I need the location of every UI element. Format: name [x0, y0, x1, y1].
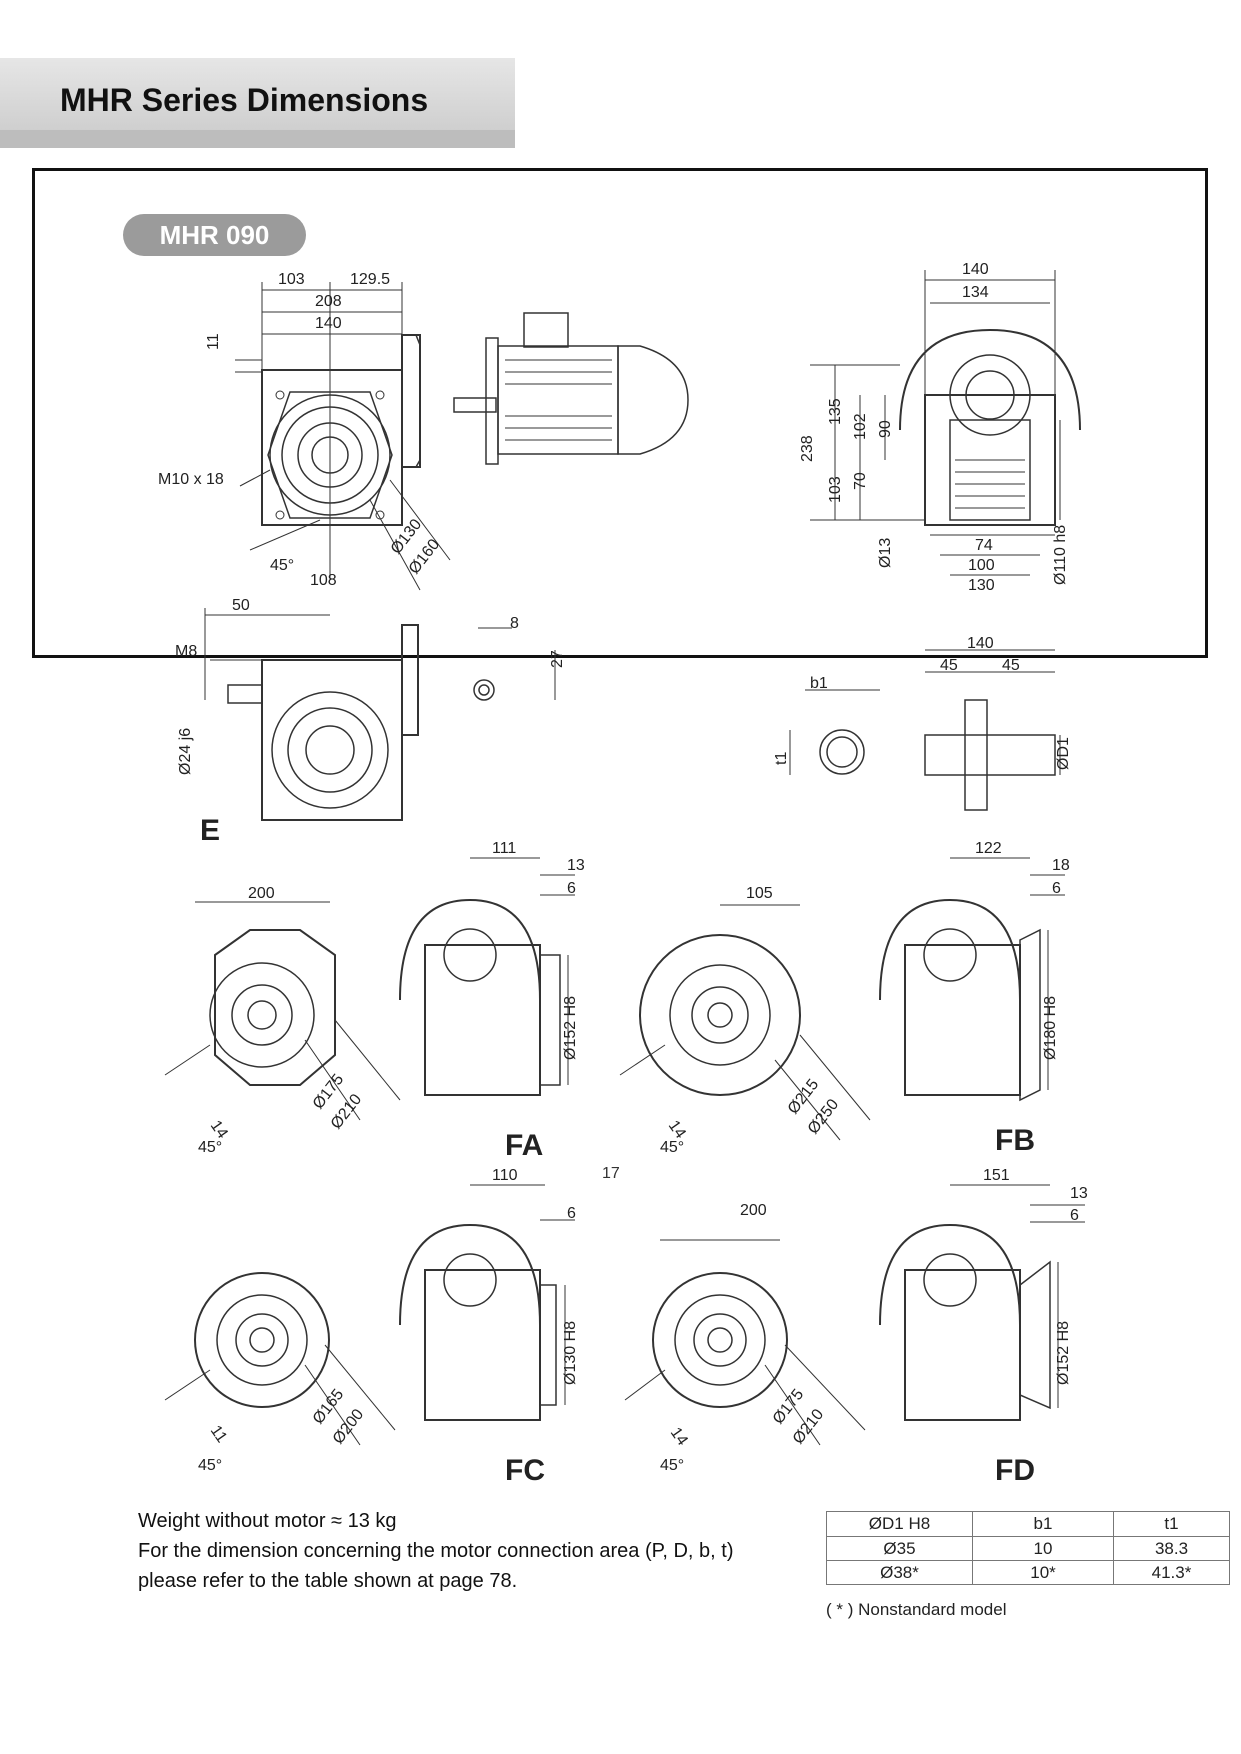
- table-header-b1: b1: [972, 1511, 1114, 1537]
- side-view-drawing: [235, 282, 689, 591]
- table-row: Ø38* 10* 41.3*: [826, 1560, 1230, 1585]
- dim-side-45deg: 45°: [270, 557, 294, 574]
- dim-hs-45-right: 45: [1002, 657, 1020, 674]
- table-cell: Ø38*: [826, 1560, 973, 1585]
- model-badge: MHR 090: [123, 214, 306, 256]
- dim-fd-45deg: 45°: [660, 1457, 684, 1474]
- dim-front-d13: Ø13: [877, 538, 894, 568]
- notes: Weight without motor ≈ 13 kg For the dim…: [138, 1506, 734, 1596]
- dim-fc-45deg: 45°: [198, 1457, 222, 1474]
- dim-e-27: 27: [549, 650, 566, 668]
- variant-e-drawing: [204, 608, 556, 821]
- dim-fb-d180h8: Ø180 H8: [1042, 996, 1059, 1060]
- dim-fb-45deg: 45°: [660, 1139, 684, 1156]
- dim-fc-110: 110: [492, 1167, 518, 1184]
- header-bar: [0, 58, 515, 130]
- dim-hs-140: 140: [967, 635, 994, 652]
- note-line-3: please refer to the table shown at page …: [138, 1570, 518, 1592]
- table-cell: Ø35: [826, 1536, 973, 1561]
- dim-e-m8: M8: [175, 643, 197, 660]
- dim-fa-d152h8: Ø152 H8: [562, 996, 579, 1060]
- dim-front-130: 130: [968, 577, 995, 594]
- dim-front-135: 135: [827, 398, 844, 425]
- dim-front-134: 134: [962, 284, 989, 301]
- dim-front-74: 74: [975, 537, 993, 554]
- dim-front-70: 70: [852, 472, 869, 490]
- label-fb: FB: [995, 1124, 1035, 1157]
- mhr090-frame: [32, 168, 1208, 658]
- dim-fb-18: 18: [1052, 857, 1070, 874]
- dim-hs-b1: b1: [810, 675, 828, 692]
- dim-fb-122: 122: [975, 840, 1002, 857]
- dim-side-129-5: 129.5: [350, 271, 390, 288]
- label-e: E: [200, 814, 220, 847]
- dim-fd-d210: Ø210: [790, 1406, 828, 1447]
- weight-note: Weight without motor ≈ 13 kg: [138, 1510, 397, 1532]
- fb-drawing: [619, 857, 1065, 1141]
- dim-fa-6: 6: [567, 880, 576, 897]
- dim-hs-d1: ØD1: [1055, 737, 1072, 770]
- table-header-d1: ØD1 H8: [826, 1511, 973, 1537]
- dim-fb-105: 105: [746, 885, 773, 902]
- front-view-drawing: [810, 270, 1081, 576]
- dim-front-d110h8: Ø110 h8: [1052, 525, 1069, 585]
- dim-hs-t1: t1: [773, 752, 790, 765]
- dim-fb-6: 6: [1052, 880, 1061, 897]
- table-cell: 38.3: [1113, 1536, 1230, 1561]
- dim-front-100: 100: [968, 557, 995, 574]
- table-row: Ø35 10 38.3: [826, 1536, 1230, 1561]
- table-cell: 41.3*: [1113, 1560, 1230, 1585]
- table-cell: 10*: [972, 1560, 1114, 1585]
- shaft-table: ØD1 H8 b1 t1 Ø35 10 38.3 Ø38* 10* 41.3*: [826, 1511, 1230, 1585]
- dim-side-m10x18: M10 x 18: [158, 471, 224, 488]
- dim-fb-d250: Ø250: [805, 1096, 843, 1137]
- dim-side-208: 208: [315, 293, 342, 310]
- page-number: 17: [602, 1165, 620, 1182]
- note-line-2: For the dimension concerning the motor c…: [138, 1540, 734, 1562]
- table-cell: 10: [972, 1536, 1114, 1561]
- dim-fc-d130h8: Ø130 H8: [562, 1321, 579, 1385]
- label-fc: FC: [505, 1454, 545, 1487]
- dim-fa-200: 200: [248, 885, 275, 902]
- hollow-shaft-drawing: [789, 649, 1061, 811]
- dim-fa-13: 13: [567, 857, 585, 874]
- dim-fc-6: 6: [567, 1205, 576, 1222]
- dim-front-103: 103: [827, 476, 844, 503]
- dim-front-140: 140: [962, 261, 989, 278]
- dim-fd-200: 200: [740, 1202, 767, 1219]
- dim-fc-d200: Ø200: [330, 1406, 368, 1447]
- table-header-row: ØD1 H8 b1 t1: [826, 1511, 1230, 1537]
- label-fa: FA: [505, 1129, 543, 1162]
- header-underline: [0, 130, 515, 148]
- dim-side-140: 140: [315, 315, 342, 332]
- dim-e-50: 50: [232, 597, 250, 614]
- dim-fd-14: 14: [667, 1425, 691, 1449]
- dim-fd-151: 151: [983, 1167, 1010, 1184]
- dim-side-11: 11: [205, 333, 222, 350]
- dim-fd-d152h8: Ø152 H8: [1055, 1321, 1072, 1385]
- dim-fa-45deg: 45°: [198, 1139, 222, 1156]
- fd-drawing: [624, 1184, 1085, 1446]
- page-title: MHR Series Dimensions: [60, 82, 429, 118]
- dim-front-102: 102: [852, 413, 869, 440]
- dim-e-8: 8: [510, 615, 519, 632]
- dim-fc-11: 11: [207, 1423, 231, 1446]
- dim-front-90: 90: [877, 420, 894, 438]
- fc-drawing: [164, 1184, 575, 1446]
- footnote: ( * ) Nonstandard model: [826, 1600, 1007, 1619]
- table-header-t1: t1: [1113, 1511, 1230, 1537]
- dim-fa-111: 111: [492, 840, 516, 857]
- dim-fd-13: 13: [1070, 1185, 1088, 1202]
- dim-fd-6: 6: [1070, 1207, 1079, 1224]
- dim-side-108: 108: [310, 572, 337, 589]
- dim-hs-45-left: 45: [940, 657, 958, 674]
- dim-e-d24j6: Ø24 j6: [177, 728, 194, 775]
- fa-drawing: [164, 857, 575, 1121]
- dim-front-238: 238: [799, 435, 816, 462]
- label-fd: FD: [995, 1454, 1035, 1487]
- dim-side-103: 103: [278, 271, 305, 288]
